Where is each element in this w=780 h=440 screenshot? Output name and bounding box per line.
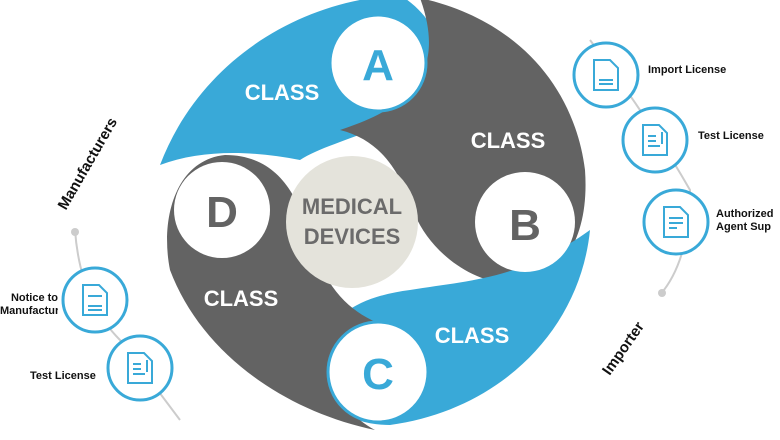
- mfr-test-license-label: Test License: [30, 370, 96, 382]
- center-circle: [286, 156, 418, 288]
- class-d-circle: [174, 162, 270, 258]
- class-c-letter: C: [362, 350, 394, 399]
- class-c-circle: [326, 320, 430, 424]
- class-c-label: CLASS: [435, 323, 510, 348]
- class-d-letter: D: [206, 188, 238, 237]
- notice-to-manufacture-label: Notice to Manufacture: [0, 292, 58, 317]
- connector-dot: [658, 289, 666, 297]
- class-d-label: CLASS: [204, 286, 279, 311]
- connector-dot: [71, 228, 79, 236]
- machine-document-icon: [82, 284, 108, 316]
- import-license-label: Import License: [648, 64, 727, 76]
- test-tube-document-icon: [127, 352, 153, 384]
- authorized-agent-label: Authorized Agent Sup: [716, 208, 774, 233]
- center-line2: DEVICES: [304, 224, 401, 249]
- test-tube-document-icon: [642, 124, 668, 156]
- class-b-circle: [475, 172, 575, 272]
- ship-document-icon: [593, 59, 619, 91]
- class-a-circle: [328, 13, 428, 113]
- thumbs-up-document-icon: [663, 206, 689, 238]
- class-b-label: CLASS: [471, 128, 546, 153]
- class-a-label: CLASS: [245, 80, 320, 105]
- import-license-icon-circle: [572, 41, 640, 109]
- class-a-letter: A: [362, 41, 394, 90]
- class-b-letter: B: [509, 201, 541, 250]
- notice-icon-circle: [61, 266, 129, 334]
- test-license-label: Test License: [698, 130, 764, 142]
- center-line1: MEDICAL: [302, 194, 402, 219]
